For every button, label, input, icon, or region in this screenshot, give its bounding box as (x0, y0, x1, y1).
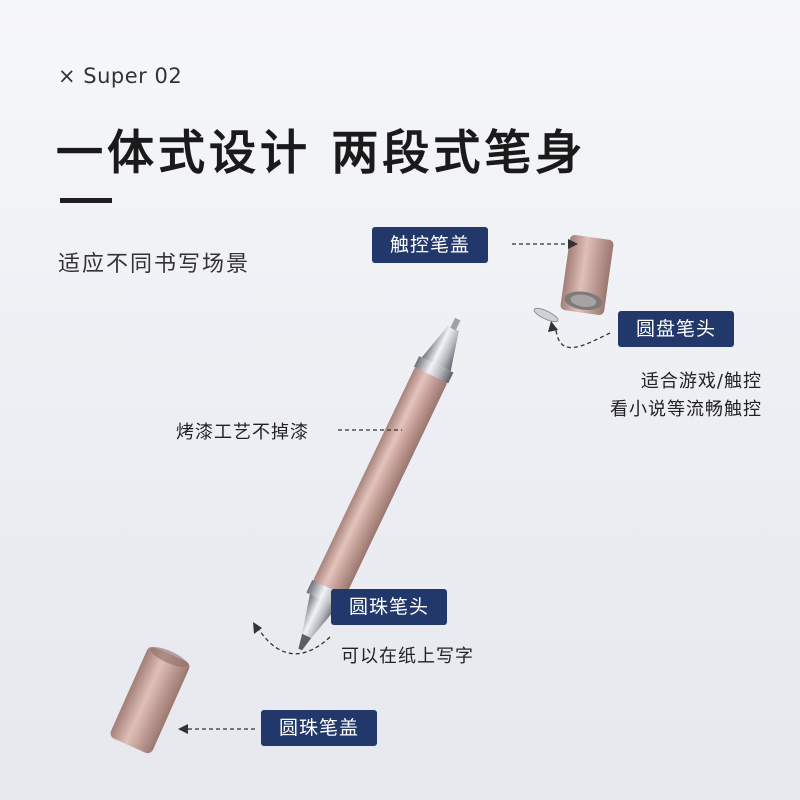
label-ball-tip: 圆珠笔头 (331, 589, 448, 625)
paint-process-note: 烤漆工艺不掉漆 (176, 422, 309, 443)
touch-cap (560, 234, 614, 316)
disc-tip-desc-line2: 看小说等流畅触控 (610, 399, 762, 420)
disc-tip (533, 307, 559, 323)
disc-tip-desc-line1: 适合游戏/触控 (640, 371, 762, 392)
label-touch-cap: 触控笔盖 (372, 227, 489, 263)
subtitle: 适应不同书写场景 (58, 252, 251, 277)
label-disc-tip: 圆盘笔头 (618, 311, 735, 347)
pen-body (298, 317, 461, 651)
arrow-heads (178, 239, 578, 734)
disc-tip-description: 适合游戏/触控 看小说等流畅触控 (610, 368, 762, 424)
headline: 一体式设计 两段式笔身 (56, 126, 587, 181)
ballpoint-cap (110, 646, 190, 754)
label-ballpoint-cap: 圆珠笔盖 (261, 710, 378, 746)
headline-divider (60, 198, 112, 203)
ball-tip-description: 可以在纸上写字 (341, 646, 474, 667)
callout-leaders (186, 243, 611, 730)
brand-model-name: × Super 02 (58, 64, 183, 88)
